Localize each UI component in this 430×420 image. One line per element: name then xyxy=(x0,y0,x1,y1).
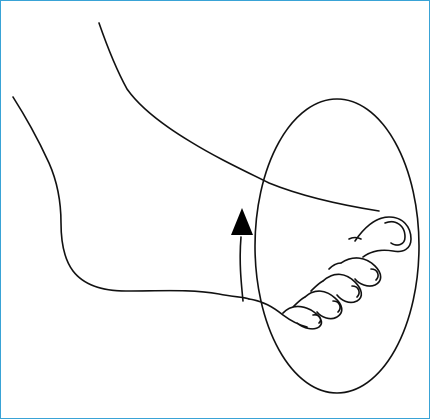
rotation-arrow xyxy=(231,208,253,301)
fourth-toe-nail xyxy=(333,301,340,312)
big-toe xyxy=(355,217,411,257)
big-toe-nail xyxy=(385,222,405,245)
second-toe-nail xyxy=(371,269,378,280)
forefoot-ellipse xyxy=(255,99,419,393)
sole-line xyxy=(249,299,307,327)
third-toe-nail xyxy=(352,286,359,297)
toe-crease-3 xyxy=(311,281,323,291)
lower-leg xyxy=(13,23,379,299)
toe-crease-4 xyxy=(293,297,305,307)
little-toe xyxy=(283,307,321,329)
calf-back-line xyxy=(13,97,249,299)
second-toe xyxy=(341,258,381,286)
arrow-shaft xyxy=(240,237,243,301)
little-toe-nail xyxy=(313,315,321,323)
foot-sole-and-toes xyxy=(249,217,411,329)
arrowhead-up-icon xyxy=(231,208,253,235)
toe-crease-2 xyxy=(329,263,341,269)
toe-crease-1 xyxy=(349,238,361,240)
shin-front-line xyxy=(99,23,379,211)
